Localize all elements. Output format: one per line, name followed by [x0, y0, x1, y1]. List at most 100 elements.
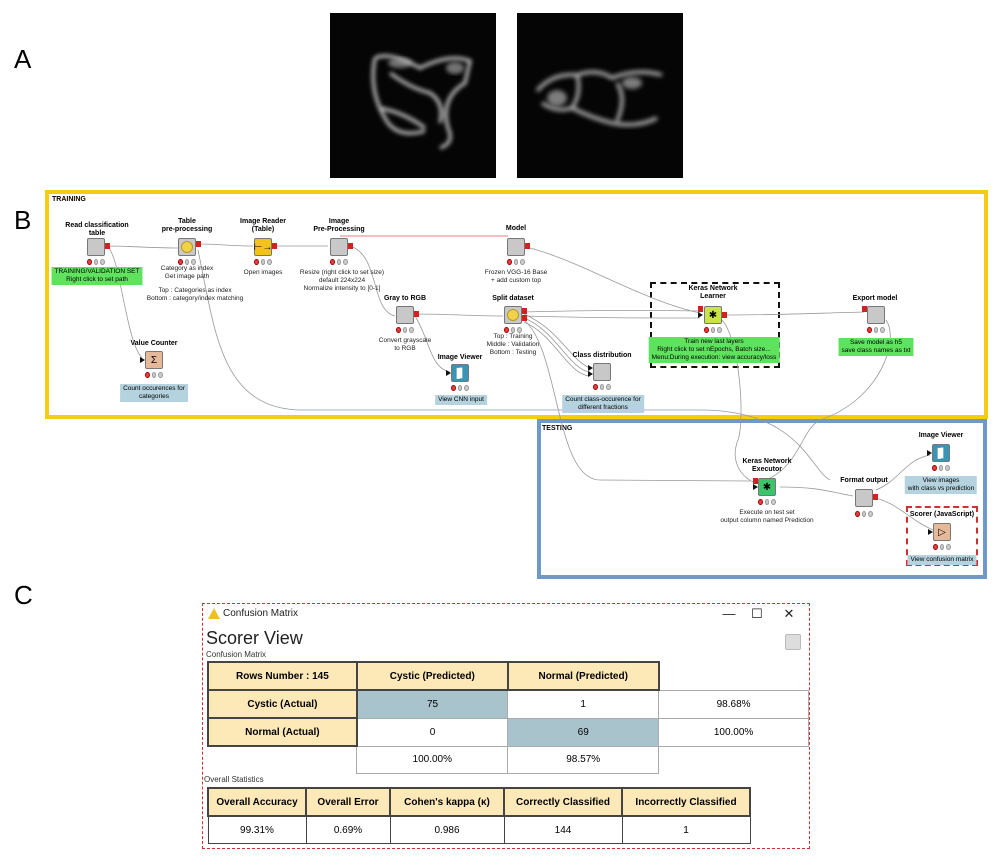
export-model-in-port[interactable]: [862, 306, 867, 312]
network-icon: ✱: [708, 309, 718, 321]
panel-label-b: B: [14, 205, 32, 235]
scorer-node[interactable]: ▷: [933, 523, 951, 541]
table-pre-out-port[interactable]: [196, 241, 201, 247]
arrow-right-icon: ⊢→: [253, 241, 273, 253]
stat-value: 144: [503, 815, 623, 844]
stat-value: 0.986: [389, 815, 505, 844]
bar-chart-icon: ▐▍: [453, 367, 467, 378]
image-viewer-node[interactable]: ▐▍: [451, 364, 469, 382]
fluorescence-image-cystic: [330, 13, 496, 178]
class-dist-in-port-1[interactable]: [588, 365, 593, 371]
scorer-label: View confusion matrix: [907, 555, 977, 565]
format-output-node[interactable]: [855, 489, 873, 507]
close-button[interactable]: ✕: [783, 606, 795, 621]
workflow-connections: [105, 235, 934, 531]
image-pre-node[interactable]: [330, 238, 348, 256]
table-pre-status: [178, 259, 197, 265]
model-node[interactable]: [507, 238, 525, 256]
matrix-cell: 69: [507, 717, 660, 747]
image-viewer2-node[interactable]: ▐▍: [932, 444, 950, 462]
model-out-port[interactable]: [525, 243, 530, 249]
keras-learner-in-port[interactable]: [698, 312, 703, 318]
image-pre-out-port[interactable]: [348, 243, 353, 249]
testing-workflow-frame: [537, 419, 987, 579]
split-out-port-1[interactable]: [522, 308, 527, 314]
export-model-title: Export model: [852, 295, 898, 302]
image-reader-out-port[interactable]: [272, 243, 277, 249]
keras-learner-node[interactable]: ✱: [704, 306, 722, 324]
maximize-button[interactable]: ☐: [751, 606, 763, 621]
training-frame-title: TRAINING: [52, 196, 86, 203]
stat-header: Cohen's kappa (κ): [389, 787, 505, 817]
image-viewer-title: Image Viewer: [437, 354, 483, 361]
stat-header: Overall Accuracy: [207, 787, 307, 817]
gear-icon: [181, 241, 193, 253]
row-header-normal: Normal (Actual): [207, 717, 358, 747]
split-out-port-2[interactable]: [522, 315, 527, 321]
stat-header: Correctly Classified: [503, 787, 623, 817]
class-dist-title: Class distribution: [572, 352, 632, 359]
stat-header: Incorrectly Classified: [621, 787, 751, 817]
image-viewer-status: [451, 385, 470, 391]
image-reader-desc: Open images: [243, 269, 283, 276]
matrix-cell: 75: [356, 689, 509, 719]
gray-rgb-node[interactable]: [396, 306, 414, 324]
stat-value: 99.31%: [207, 815, 307, 844]
image-viewer2-title: Image Viewer: [918, 432, 964, 439]
panel-label-c: C: [14, 580, 33, 610]
keras-learner-out-port[interactable]: [722, 312, 727, 318]
model-desc: Frozen VGG-16 Base+ add custom top: [484, 269, 548, 284]
scorer-highlight-box: [906, 506, 978, 566]
column-percentage: 98.57%: [507, 745, 660, 774]
value-counter-node[interactable]: Σ: [145, 351, 163, 369]
value-counter-in-port[interactable]: [140, 357, 145, 363]
gray-rgb-out-port[interactable]: [414, 311, 419, 317]
gray-rgb-status: [396, 327, 415, 333]
class-dist-in-port-2[interactable]: [588, 371, 593, 377]
scorer-in-port[interactable]: [928, 529, 933, 535]
scorer-title: Scorer (JavaScript): [909, 511, 975, 518]
fluorescence-image-normal: [517, 13, 683, 178]
table-pre-node[interactable]: [178, 238, 196, 256]
keras-learner-model-port[interactable]: [698, 306, 703, 312]
col-header-cystic: Cystic (Predicted): [355, 661, 509, 691]
split-title: Split dataset: [492, 295, 534, 302]
keras-executor-in-port[interactable]: [753, 484, 758, 490]
image-viewer-in-port[interactable]: [446, 370, 451, 376]
gray-rgb-title: Gray to RGB: [383, 295, 427, 302]
scorer-view-heading: Scorer View: [206, 628, 303, 648]
format-output-out-port[interactable]: [873, 494, 878, 500]
panel-label-a: A: [14, 44, 32, 74]
keras-executor-node[interactable]: ✱: [758, 478, 776, 496]
menu-icon[interactable]: [785, 634, 801, 650]
keras-executor-model-port[interactable]: [753, 478, 758, 484]
row-percentage: 100.00%: [658, 717, 809, 747]
learner-highlight-box: [650, 282, 780, 368]
row-header-cystic: Cystic (Actual): [207, 689, 358, 719]
image-viewer2-in-port[interactable]: [927, 450, 932, 456]
image-reader-title: Image Reader(Table): [240, 218, 286, 233]
gear-icon: [507, 309, 519, 321]
col-header-normal: Normal (Predicted): [506, 661, 660, 691]
value-counter-title: Value Counter: [130, 340, 178, 347]
sigma-icon: Σ: [150, 354, 158, 366]
export-model-node[interactable]: [867, 306, 885, 324]
matrix-cell: 1: [507, 689, 660, 719]
image-viewer-label: View CNN input: [435, 395, 487, 405]
class-dist-node[interactable]: [593, 363, 611, 381]
image-reader-node[interactable]: ⊢→: [254, 238, 272, 256]
minimize-button[interactable]: —: [722, 606, 736, 621]
split-node[interactable]: [504, 306, 522, 324]
read-table-out-port[interactable]: [105, 243, 110, 249]
image-reader-status: [254, 259, 273, 265]
read-table-node[interactable]: [87, 238, 105, 256]
